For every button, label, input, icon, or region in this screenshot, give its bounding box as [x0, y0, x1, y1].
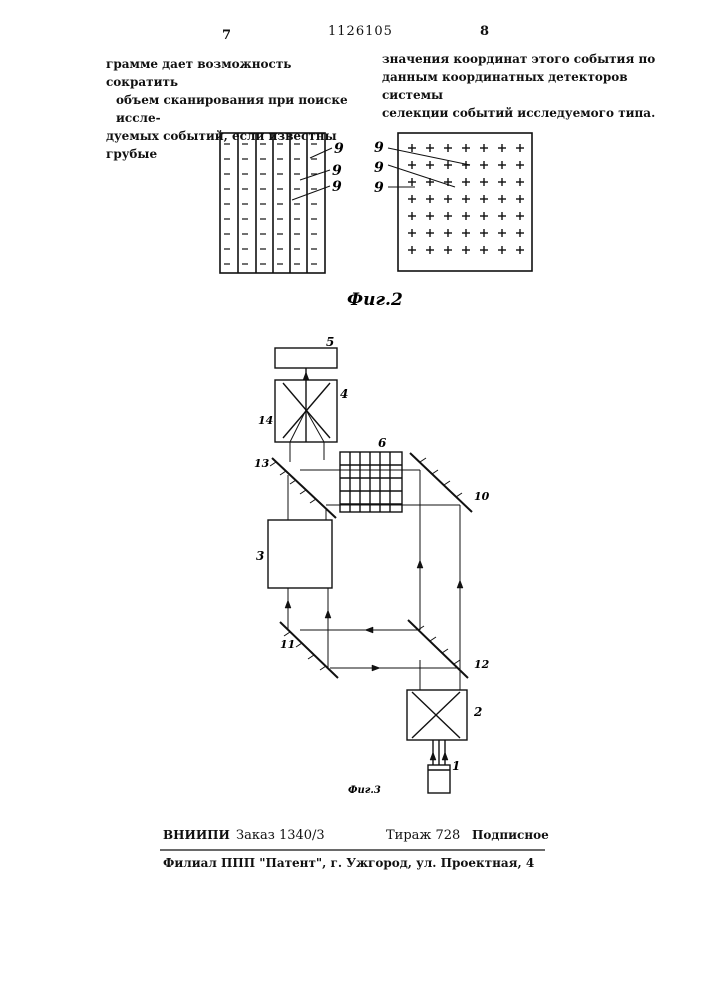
- imprint-org: ВНИИПИ: [163, 828, 230, 842]
- fig2-right-label-9: 9: [374, 140, 384, 156]
- imprint-branch: Филиал ППП "Патент", г. Ужгород, ул. Про…: [163, 856, 534, 870]
- label-12: 12: [474, 658, 490, 671]
- fig2-right-label-9: 9: [374, 160, 384, 176]
- block-3: [268, 520, 332, 588]
- fig3-diagram: [268, 348, 472, 793]
- fig2-right-panel: [388, 133, 532, 271]
- imprint-subscription: Подписное: [472, 828, 549, 842]
- fig2-left-panel: [220, 133, 332, 273]
- fig2-right-label-9: 9: [374, 180, 384, 196]
- label-10: 10: [474, 490, 490, 503]
- label-14: 14: [258, 414, 273, 427]
- imprint-circulation: Тираж 728: [386, 828, 460, 843]
- label-6: 6: [378, 436, 387, 450]
- imprint-order: Заказ 1340/3: [236, 828, 325, 843]
- block-1: [428, 765, 450, 793]
- block-5: [275, 348, 337, 368]
- fig2-left-label-9: 9: [332, 179, 342, 195]
- fig2-caption: Фиг.2: [347, 290, 403, 310]
- label-4: 4: [340, 387, 348, 401]
- fig2-left-label-9: 9: [332, 163, 342, 179]
- fig3-caption: Фиг.3: [348, 785, 381, 796]
- label-1: 1: [452, 759, 460, 773]
- label-11: 11: [280, 638, 295, 651]
- fig2-left-label-9: 9: [334, 141, 344, 157]
- label-2: 2: [473, 705, 482, 719]
- label-13: 13: [254, 457, 270, 470]
- label-5: 5: [326, 335, 334, 349]
- label-3: 3: [256, 549, 264, 563]
